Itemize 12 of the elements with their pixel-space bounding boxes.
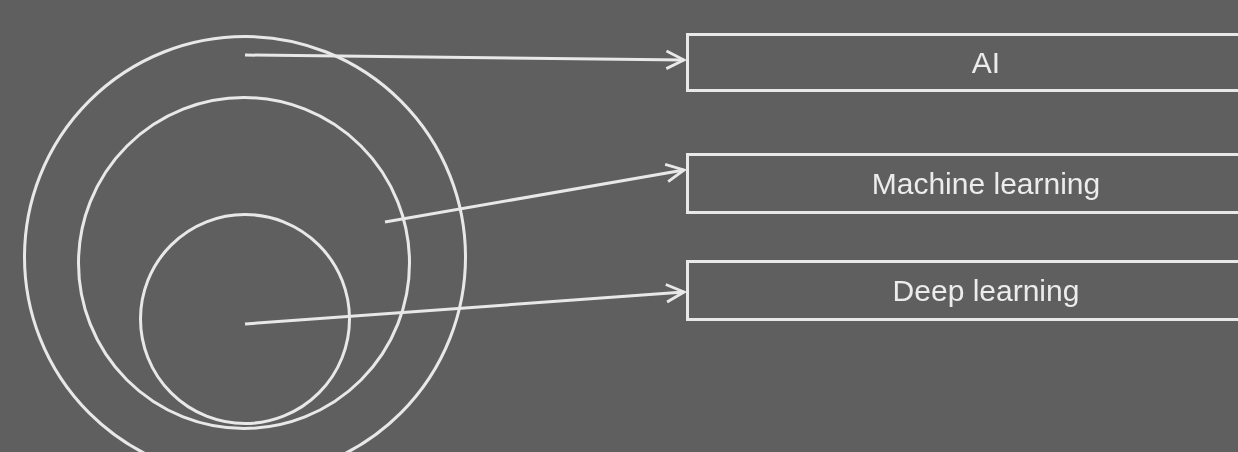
arrow bbox=[245, 49, 686, 71]
ring-circle bbox=[139, 213, 351, 425]
box-label: Machine learning bbox=[871, 166, 1101, 201]
arrow bbox=[244, 283, 686, 326]
ring-circle bbox=[77, 96, 411, 430]
arrow bbox=[384, 162, 686, 224]
label-box bbox=[686, 153, 1238, 214]
box-label: AI bbox=[971, 45, 1001, 80]
ring-circle bbox=[23, 35, 467, 452]
box-label: Deep learning bbox=[892, 273, 1080, 308]
label-box bbox=[686, 33, 1238, 92]
label-box bbox=[686, 260, 1238, 321]
